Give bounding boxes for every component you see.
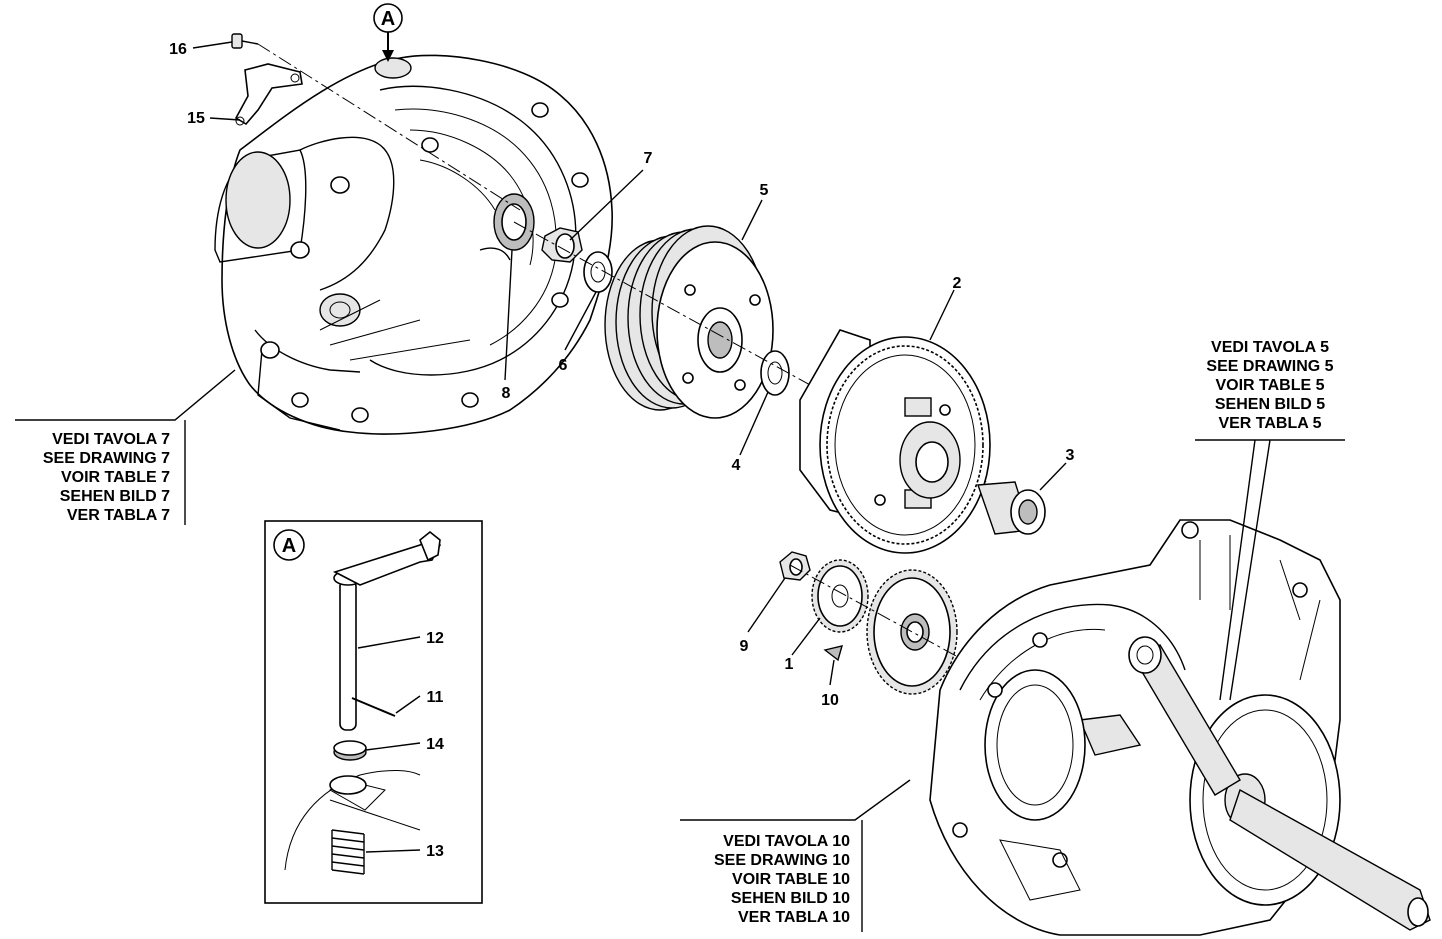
- callout-14: 14: [426, 736, 444, 753]
- callout-2: 2: [953, 275, 962, 292]
- ref-line: SEHEN BILD 5: [1215, 396, 1325, 413]
- thrust-washer: [760, 350, 790, 396]
- crankcase-right: [929, 519, 1431, 936]
- callout-13: 13: [426, 843, 444, 860]
- callout-9: 9: [740, 638, 749, 655]
- ref-block-drawing-10: VEDI TAVOLA 10 SEE DRAWING 10 VOIR TABLE…: [714, 833, 850, 926]
- ref-line: VER TABLA 7: [67, 507, 170, 524]
- detail-letter: A: [381, 8, 395, 30]
- callout-7: 7: [644, 150, 653, 167]
- ref-block-drawing-7: VEDI TAVOLA 7 SEE DRAWING 7 VOIR TABLE 7…: [43, 431, 170, 524]
- gear-large: [866, 569, 958, 695]
- callout-8: 8: [502, 385, 511, 402]
- crankcase-cover-left: [214, 54, 613, 435]
- ref-line: VER TABLA 10: [738, 909, 850, 926]
- ref-line: SEHEN BILD 10: [731, 890, 850, 907]
- ref-line: SEE DRAWING 5: [1206, 358, 1333, 375]
- ref-line: VOIR TABLE 5: [1215, 377, 1324, 394]
- leader-lines: [15, 41, 1345, 932]
- callout-5: 5: [760, 182, 769, 199]
- bushing: [977, 481, 1046, 535]
- gear-primary: [811, 559, 869, 633]
- detail-box-letter: A: [282, 535, 296, 557]
- ref-line: VER TABLA 5: [1218, 415, 1321, 432]
- callout-3: 3: [1066, 447, 1075, 464]
- callout-1: 1: [785, 656, 794, 673]
- callout-12: 12: [426, 630, 444, 647]
- detail-a-box: A: [264, 520, 483, 904]
- ref-line: VEDI TAVOLA 5: [1211, 339, 1329, 356]
- ref-line: VOIR TABLE 7: [61, 469, 170, 486]
- bracket: [234, 63, 303, 126]
- nut: [541, 227, 583, 263]
- ref-line: SEHEN BILD 7: [60, 488, 170, 505]
- callout-16: 16: [169, 41, 187, 58]
- callout-11: 11: [427, 689, 444, 706]
- screw: [231, 33, 259, 49]
- callout-labels: 16 15 7 5 2 6 8 4 3 9 1 10 12 11 14 13: [169, 41, 1074, 860]
- callout-4: 4: [732, 457, 741, 474]
- ref-line: VOIR TABLE 10: [732, 871, 850, 888]
- callout-10: 10: [821, 692, 839, 709]
- ref-line: VEDI TAVOLA 10: [723, 833, 850, 850]
- ref-line: SEE DRAWING 10: [714, 852, 850, 869]
- detail-a-marker: A: [373, 3, 403, 62]
- callout-15: 15: [187, 110, 205, 127]
- callout-6: 6: [559, 357, 568, 374]
- key: [823, 645, 844, 662]
- clutch-basket: [799, 329, 991, 554]
- clutch-pack: [604, 225, 774, 419]
- ref-line: SEE DRAWING 7: [43, 450, 170, 467]
- ref-block-drawing-5: VEDI TAVOLA 5 SEE DRAWING 5 VOIR TABLE 5…: [1206, 339, 1333, 432]
- washer: [583, 251, 613, 293]
- nut-small: [779, 551, 811, 581]
- ref-line: VEDI TAVOLA 7: [52, 431, 170, 448]
